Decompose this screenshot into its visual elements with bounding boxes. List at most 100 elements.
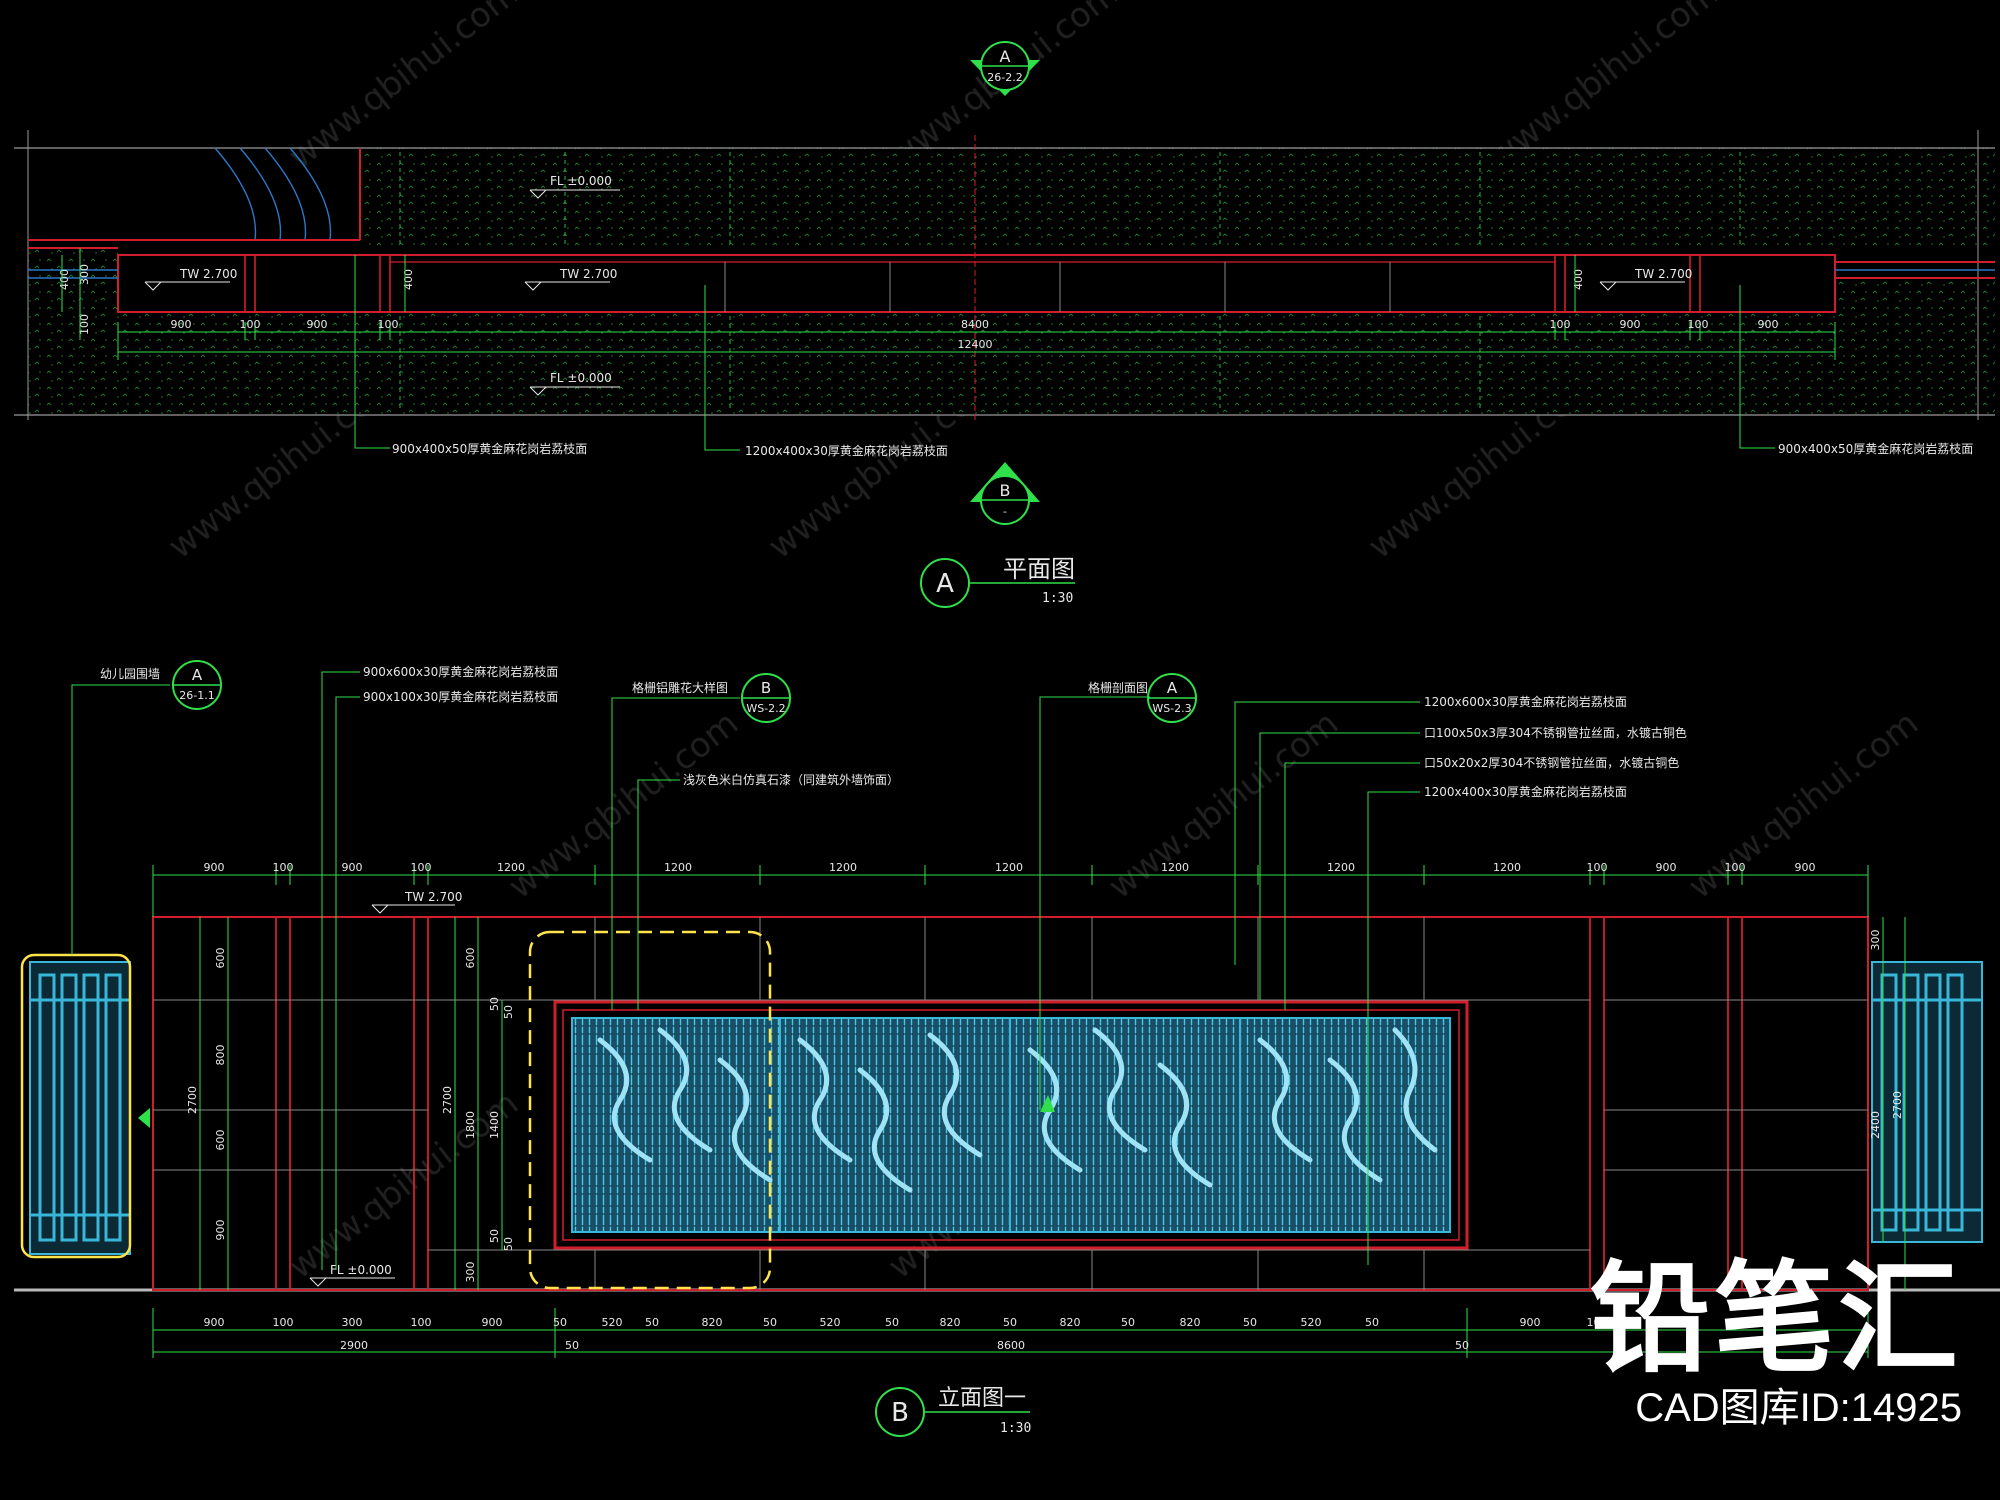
elev-top-dim: 100	[411, 861, 432, 874]
grille-wave-pattern	[597, 1027, 1438, 1193]
elevation-note-g: 1200x400x30厚黄金麻花岗岩荔枝面	[1424, 784, 1627, 799]
detail-callout-box	[528, 930, 772, 1290]
elev-top-dim: 100	[1587, 861, 1608, 874]
plan-vdim: 300	[78, 264, 91, 285]
callout-left-text: 幼儿园围墙	[100, 667, 160, 681]
plan-vdim: 400	[402, 269, 415, 290]
elevation-tw-label: TW 2.700	[404, 890, 462, 904]
elev-sub-50: 50	[1455, 1339, 1469, 1352]
elev-mid-vdim: 50	[488, 1229, 501, 1243]
plan-wall-body	[117, 254, 1836, 313]
elev-bottom-dim: 820	[940, 1316, 961, 1329]
elev-top-dim: 100	[273, 861, 294, 874]
elevation-note-f: 口50x20x2厚304不锈钢管拉丝面，水镀古铜色	[1424, 755, 1679, 770]
elev-top-dim: 1200	[829, 861, 857, 874]
elevation-wall	[152, 916, 1869, 1291]
brand-id: CAD图库ID:14925	[1635, 1386, 1962, 1430]
elev-mid-sub: 1400	[488, 1111, 501, 1139]
elev-bottom-dim: 50	[1121, 1316, 1135, 1329]
elev-bottom-dim: 50	[1365, 1316, 1379, 1329]
elev-top-dim: 1200	[664, 861, 692, 874]
callout-mid-ref: WS-2.2	[746, 702, 785, 715]
elevation-fl-label: FL ±0.000	[330, 1263, 392, 1277]
callout-mid-circle: B	[761, 679, 771, 697]
section-marker-ref: 26-2.2	[987, 71, 1022, 84]
plan-tw-left-label: TW 2.700	[179, 267, 237, 281]
callout-left-ref: 26-1.1	[179, 689, 214, 702]
callout-mid: 格栅铝雕花大样图 B WS-2.2	[632, 673, 791, 723]
elev-top-dim: 900	[1656, 861, 1677, 874]
elev-bottom-dim: 300	[342, 1316, 363, 1329]
callout-left-circle: A	[192, 666, 203, 684]
plan-total-dim: 12400	[958, 338, 993, 351]
callout-right-text: 格栅剖面图	[1088, 680, 1148, 695]
callout-right-ref: WS-2.3	[1152, 702, 1191, 715]
elev-left-vdim: 900	[214, 1220, 227, 1241]
highlight-box-left	[20, 953, 132, 1259]
elev-left-total: 2700	[186, 1086, 199, 1114]
elev-bottom-dim: 520	[1301, 1316, 1322, 1329]
brand-title: 铅笔汇	[1590, 1250, 1962, 1389]
plan-note-right: 900x400x50厚黄金麻花岗岩荔枝面	[1778, 441, 1973, 456]
elev-bottom-dim: 50	[645, 1316, 659, 1329]
elevation-note-b: 900x100x30厚黄金麻花岗岩荔枝面	[363, 689, 558, 704]
plan-hatch-top	[360, 148, 1995, 246]
elev-mid-total: 2700	[441, 1086, 454, 1114]
elev-sub-50: 50	[565, 1339, 579, 1352]
elev-top-dim: 100	[1725, 861, 1746, 874]
watermark-text: www.qbihui.com	[1681, 703, 1926, 907]
plan-vdim: 400	[1572, 269, 1585, 290]
callout-mid-text: 格栅铝雕花大样图	[632, 680, 728, 695]
plan-note-left: 900x400x50厚黄金麻花岗岩荔枝面	[392, 441, 587, 456]
elev-bottom-dim: 900	[204, 1316, 225, 1329]
plan-view: FL ±0.000 FL ±0.000 TW 2.700 TW 2.700 TW…	[14, 130, 1995, 458]
elev-top-dim: 1200	[1493, 861, 1521, 874]
elev-top-dim: 1200	[1161, 861, 1189, 874]
plan-dim-1: 900	[171, 318, 192, 331]
plan-dim-9: 900	[1758, 318, 1779, 331]
elev-bottom-dim: 520	[602, 1316, 623, 1329]
elev-right-vdim: 300	[1869, 930, 1882, 951]
elev-right-total: 2700	[1891, 1091, 1904, 1119]
elevation-note-e: 口100x50x3厚304不锈钢管拉丝面，水镀古铜色	[1424, 725, 1687, 740]
section-marker-letter: A	[1000, 47, 1011, 66]
elev-left-vdim: 800	[214, 1045, 227, 1066]
elevation-scale: 1:30	[1000, 1421, 1031, 1436]
section-marker-letter: B	[1000, 481, 1011, 500]
elevation-title-block: B 立面图一 1:30	[875, 1386, 1031, 1437]
elev-bottom-dim: 50	[1243, 1316, 1257, 1329]
elevation-note-d: 1200x600x30厚黄金麻花岗岩荔枝面	[1424, 694, 1627, 709]
elev-sub-total-left: 2900	[340, 1339, 368, 1352]
plan-dim-5: 8400	[961, 318, 989, 331]
elev-mid-vdim: 600	[464, 948, 477, 969]
end-column-left	[20, 953, 132, 1259]
plan-scale: 1:30	[1042, 591, 1073, 606]
elev-left-vdim: 600	[214, 948, 227, 969]
elevation-title: 立面图一	[938, 1386, 1026, 1411]
elev-bottom-dim: 50	[1003, 1316, 1017, 1329]
plan-dim-2: 100	[240, 318, 261, 331]
elev-right-vdim: 2400	[1869, 1111, 1882, 1139]
elev-bottom-dim: 50	[885, 1316, 899, 1329]
elev-bottom-dim: 100	[411, 1316, 432, 1329]
elev-bottom-dim: 100	[273, 1316, 294, 1329]
elev-bottom-dim: 820	[1180, 1316, 1201, 1329]
elev-bottom-dim: 100	[1587, 1316, 1608, 1329]
elev-bottom-dim: 520	[820, 1316, 841, 1329]
plan-dim-7: 900	[1620, 318, 1641, 331]
plan-fl-bottom-label: FL ±0.000	[550, 371, 612, 385]
watermark-text: www.qbihui.com	[1101, 703, 1346, 907]
elev-top-dim: 1200	[1327, 861, 1355, 874]
plan-vdim: 400	[58, 269, 71, 290]
elev-top-dim: 900	[342, 861, 363, 874]
elev-bottom-dim: 900	[1656, 1316, 1677, 1329]
end-column-right	[1871, 961, 1983, 1243]
plan-dim-4: 100	[378, 318, 399, 331]
elev-bottom-dim: 50	[763, 1316, 777, 1329]
callout-right-circle: A	[1167, 679, 1178, 697]
watermark-text: www.qbihui.com	[501, 703, 746, 907]
elev-mid-vdim: 50	[502, 1005, 515, 1019]
elev-bottom-dim: 900	[1520, 1316, 1541, 1329]
elev-top-dim: 1200	[995, 861, 1023, 874]
elev-bottom-dim: 50	[553, 1316, 567, 1329]
